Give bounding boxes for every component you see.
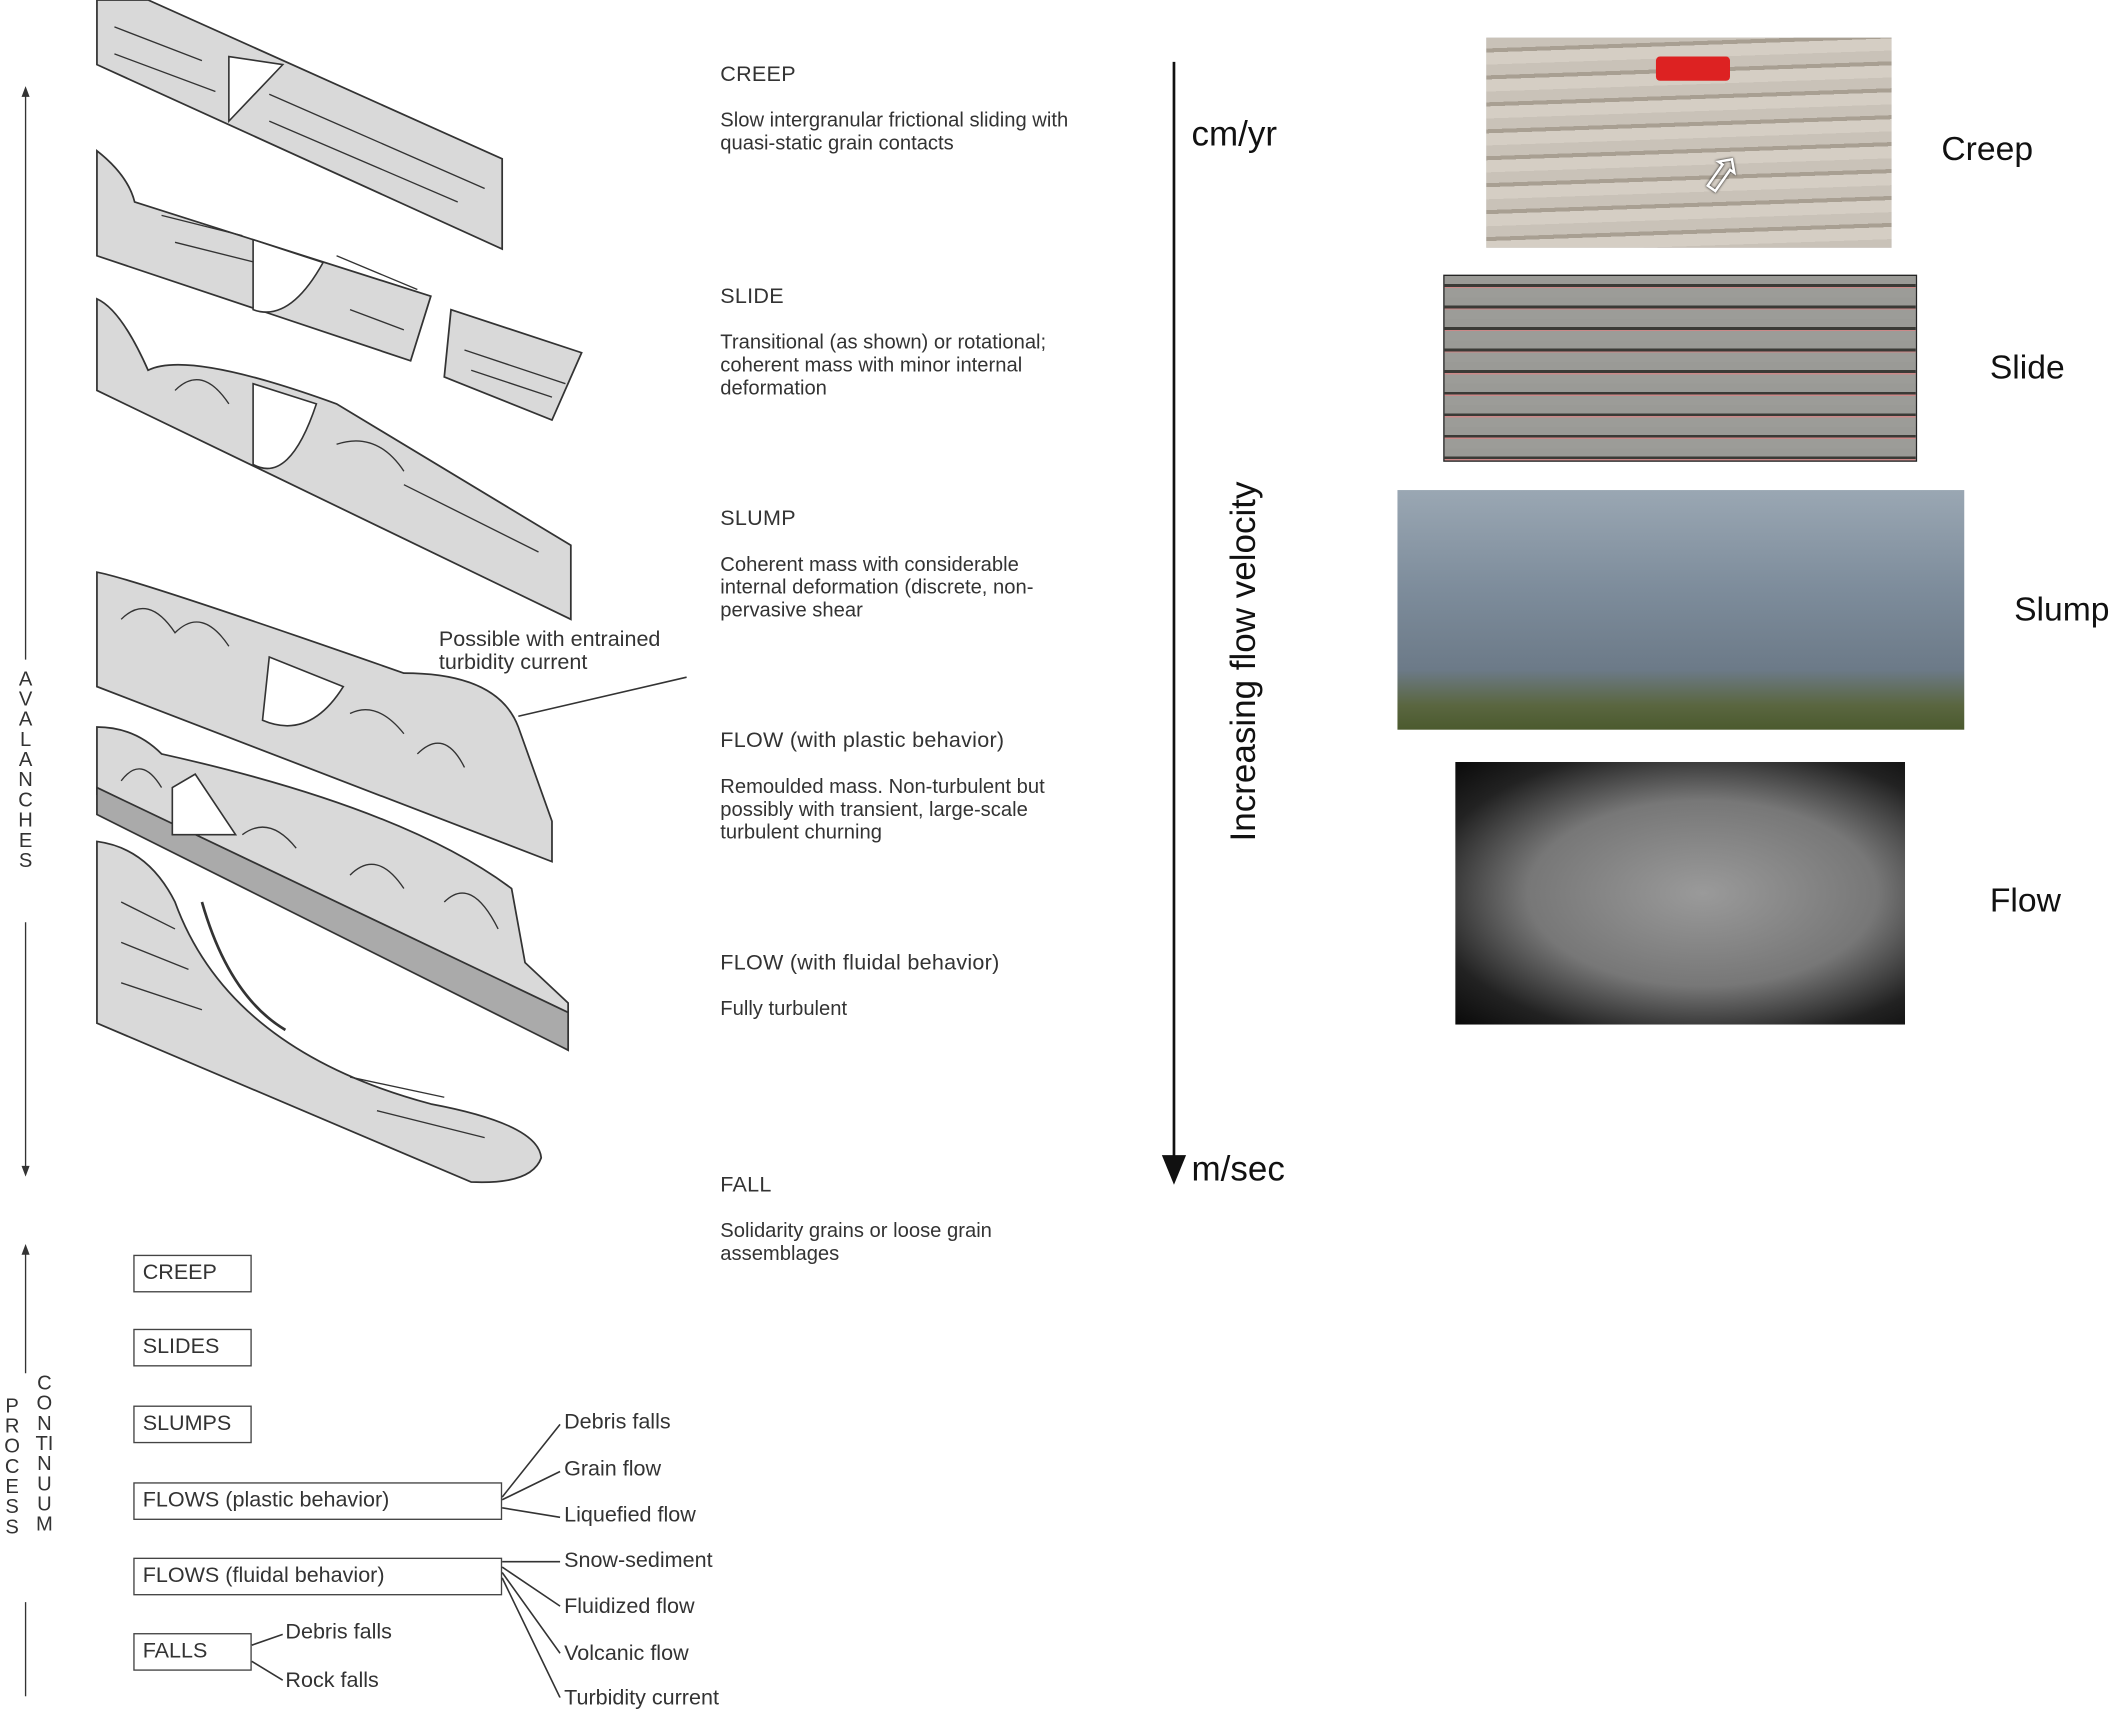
process-desc: Solidarity grains or loose grain assembl… [720, 1219, 992, 1266]
plastic-flow-sketch [96, 571, 553, 863]
side-arrows [21, 86, 30, 1697]
branch-falls-debris: Debris falls [285, 1620, 392, 1644]
branch-turbidity-current: Turbidity current [564, 1686, 719, 1710]
process-desc: Transitional (as shown) or rotational; c… [720, 331, 1047, 400]
process-desc: Slow intergranular frictional sliding wi… [720, 109, 1069, 155]
process-title: FALL [720, 1173, 772, 1197]
branch-grain-flow: Grain flow [564, 1458, 662, 1481]
photo-label-flow: Flow [1989, 881, 2061, 920]
process-title: SLUMP [720, 507, 796, 531]
arrow-icon: ⇧ [1686, 140, 1754, 212]
velocity-axis-title: Increasing flow velocity [1222, 481, 1263, 842]
fall-sketch [96, 840, 543, 1184]
creep-photo: ⇧ [1486, 37, 1892, 248]
process-creep: CREEP Slow intergranular frictional slid… [720, 63, 1097, 155]
box-flows-plastic: FLOWS (plastic behavior) [133, 1482, 503, 1520]
box-slumps: SLUMPS [133, 1405, 252, 1444]
slump-sketch [96, 297, 572, 621]
box-flows-fluidal: FLOWS (fluidal behavior) [133, 1557, 503, 1596]
process-label: PROCESS [4, 1394, 20, 1539]
process-title: CREEP [720, 63, 796, 87]
velocity-arrow [1161, 61, 1187, 1185]
velocity-bottom-label: m/sec [1191, 1148, 1285, 1189]
branch-debris-falls: Debris falls [564, 1410, 671, 1434]
pocket-knife-scale [1655, 56, 1730, 81]
process-desc: Coherent mass with considerable internal… [720, 553, 1034, 622]
process-fall: FALL Solidarity grains or loose grain as… [720, 1174, 1057, 1266]
process-desc: Remoulded mass. Non-turbulent but possib… [720, 775, 1045, 845]
process-plastic-flow: FLOW (with plastic behavior) Remoulded m… [720, 730, 1077, 844]
avalanches-label: AVALANCHES [18, 667, 33, 873]
process-slump: SLUMP Coherent mass with considerable in… [720, 508, 1084, 622]
box-slides: SLIDES [133, 1328, 252, 1367]
branch-volcanic-flow: Volcanic flow [564, 1642, 689, 1666]
branch-snow-sediment: Snow-sediment [564, 1549, 713, 1573]
flow-photo [1455, 762, 1906, 1025]
branch-lines [251, 1423, 561, 1698]
branch-liquefied-flow: Liquefied flow [564, 1503, 696, 1527]
box-falls: FALLS [133, 1633, 252, 1671]
photo-label-slump: Slump [2014, 591, 2110, 629]
process-desc: Fully turbulent [720, 997, 848, 1021]
process-title: FLOW (with plastic behavior) [720, 729, 1005, 753]
velocity-top-label: cm/yr [1191, 113, 1278, 154]
process-fluidal-flow: FLOW (with fluidal behavior) Fully turbu… [720, 952, 1084, 1021]
turbidity-annotation: Possible with entrained turbidity curren… [438, 628, 661, 675]
process-schematics [96, 0, 687, 1184]
creep-sketch [96, 0, 504, 251]
slide-seismic-image [1443, 274, 1918, 462]
slide-block-sketch [443, 308, 583, 422]
process-title: SLIDE [720, 285, 784, 309]
slump-outcrop-photo [1397, 490, 1965, 730]
branch-rock-falls: Rock falls [285, 1669, 379, 1693]
box-creep: CREEP [133, 1254, 252, 1293]
photo-label-slide: Slide [1989, 348, 2065, 387]
branch-fluidized-flow: Fluidized flow [564, 1595, 695, 1619]
continuum-label: CONTINUUM [35, 1371, 54, 1537]
process-slide: SLIDE Transitional (as shown) or rotatio… [720, 285, 1057, 399]
process-title: FLOW (with fluidal behavior) [720, 951, 1000, 975]
photo-label-creep: Creep [1941, 130, 2034, 169]
